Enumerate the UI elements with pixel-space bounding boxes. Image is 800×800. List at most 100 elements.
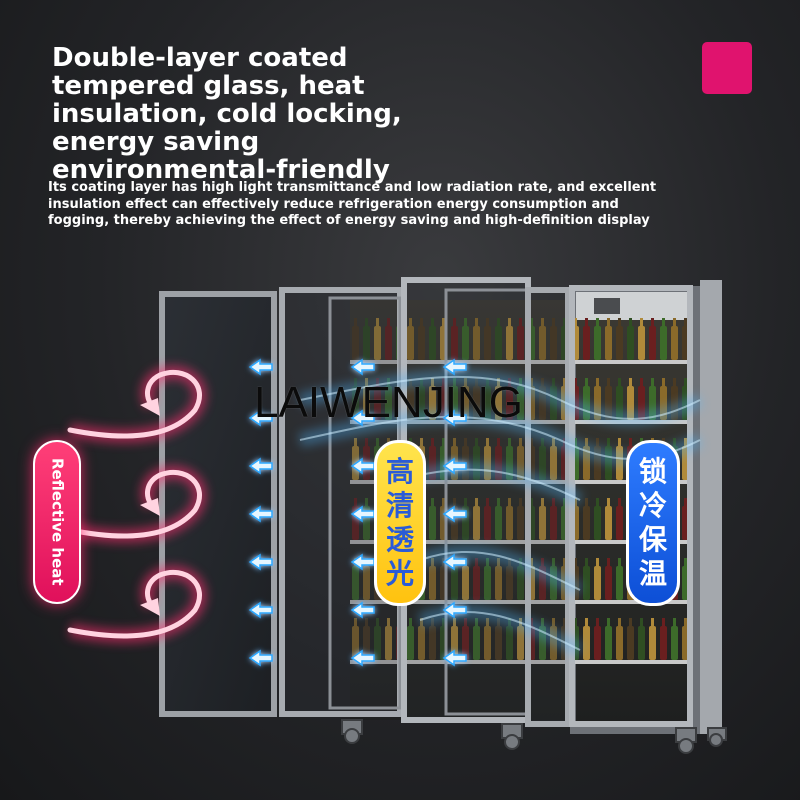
bottle-neck [563,378,566,387]
bottle [594,566,601,600]
bottle [583,326,590,360]
bottle [495,326,502,360]
reflective-heat-swirls [67,365,207,643]
bottle [495,386,502,420]
air-line [299,375,701,420]
bottle-neck [508,438,511,447]
bottle-neck [354,318,357,327]
casters [341,719,727,754]
cold-arrow [442,358,467,376]
bottle-neck [376,318,379,327]
bottle [429,626,436,660]
bottle [495,626,502,660]
cold-arrow [248,457,273,475]
bottle-neck [684,378,687,387]
bottle [473,326,480,360]
bottle [583,626,590,660]
bottle-neck [629,438,632,447]
bottle [385,626,392,660]
bottle-neck [486,438,489,447]
shelf [350,660,688,664]
heat-swirl [67,569,203,639]
bottle-neck [629,378,632,387]
bottle-neck [596,438,599,447]
bottle-neck [662,618,665,627]
heat-arrowhead [140,498,160,516]
bottle [495,566,502,600]
bottle [660,626,667,660]
bottle [374,626,381,660]
bottle-neck [541,558,544,567]
bottle [627,626,634,660]
bottle-neck [574,378,577,387]
bottle [616,326,623,360]
cold-arrow [350,601,375,619]
bottle-neck [607,318,610,327]
bottle [495,506,502,540]
bottle [374,326,381,360]
bottle [539,446,546,480]
bottle [407,326,414,360]
bottle-neck [574,318,577,327]
bottle-neck [387,618,390,627]
cold-arrow [442,505,467,523]
bottle-neck [574,558,577,567]
bottle [506,386,513,420]
bottle [451,566,458,600]
bottle-neck [607,618,610,627]
lock-char: 冷 [638,489,667,522]
bottle [627,326,634,360]
bottle-neck [508,318,511,327]
bottle-neck [673,618,676,627]
bottle [462,566,469,600]
cold-arrow [442,409,467,427]
bottle-neck [629,618,632,627]
bottle-neck [365,318,368,327]
bottle-neck [585,498,588,507]
description: Its coating layer has high light transmi… [48,180,657,228]
heat-swirl [67,369,203,439]
bottle [484,566,491,600]
bottle [363,566,370,600]
bottle [506,566,513,600]
reflective-heat-label: Reflective heat [48,458,67,586]
bottle [473,626,480,660]
bottle [638,626,645,660]
bottle-neck [497,318,500,327]
bottle-neck [618,318,621,327]
cold-arrow [248,358,273,376]
bottle [517,626,524,660]
cold-arrow [350,649,375,667]
bottle [473,506,480,540]
bottle-neck [365,618,368,627]
bottle [385,386,392,420]
bottle-neck [607,438,610,447]
bottle [484,386,491,420]
cold-arrow [442,457,467,475]
bottle-neck [629,318,632,327]
hd-char: 光 [385,557,414,590]
bottle-neck [409,618,412,627]
bottle-neck [552,618,555,627]
bottle-neck [552,318,555,327]
cold-arrow [248,601,273,619]
bottle-neck [596,558,599,567]
bottle [539,326,546,360]
bottle-neck [651,318,654,327]
bottle [363,626,370,660]
hd-char: 透 [385,523,414,556]
bottle [616,626,623,660]
bottle [484,506,491,540]
bottle [506,506,513,540]
hd-transparent-badge: 高 清 透 光 [374,440,426,606]
bottle-neck [475,438,478,447]
bottle [671,326,678,360]
door-5 [569,285,693,727]
bottle [352,326,359,360]
bottle-neck [497,438,500,447]
bottle [506,626,513,660]
bottle-neck [519,498,522,507]
bottle [517,506,524,540]
bottle-neck [442,438,445,447]
bottle-neck [563,318,566,327]
